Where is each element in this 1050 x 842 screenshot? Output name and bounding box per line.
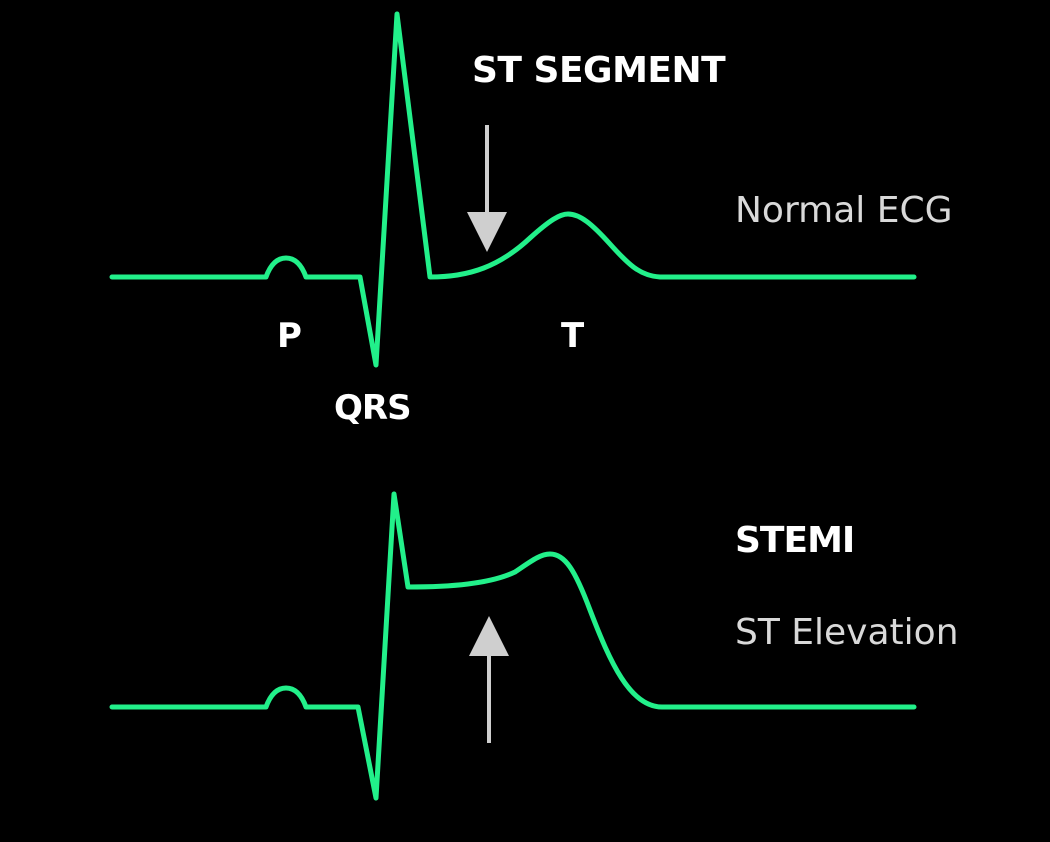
normal-ecg-trace (109, 11, 917, 368)
st-elevation-subtitle: ST Elevation (735, 612, 959, 653)
t-wave-label: T (561, 316, 585, 356)
qrs-complex-label: QRS (334, 388, 412, 428)
stemi-title: STEMI (735, 520, 855, 561)
st-segment-label: ST SEGMENT (472, 50, 726, 91)
stemi-ecg-trace (109, 491, 917, 801)
normal-ecg-title: Normal ECG (735, 190, 953, 231)
p-wave-label: P (277, 316, 302, 356)
